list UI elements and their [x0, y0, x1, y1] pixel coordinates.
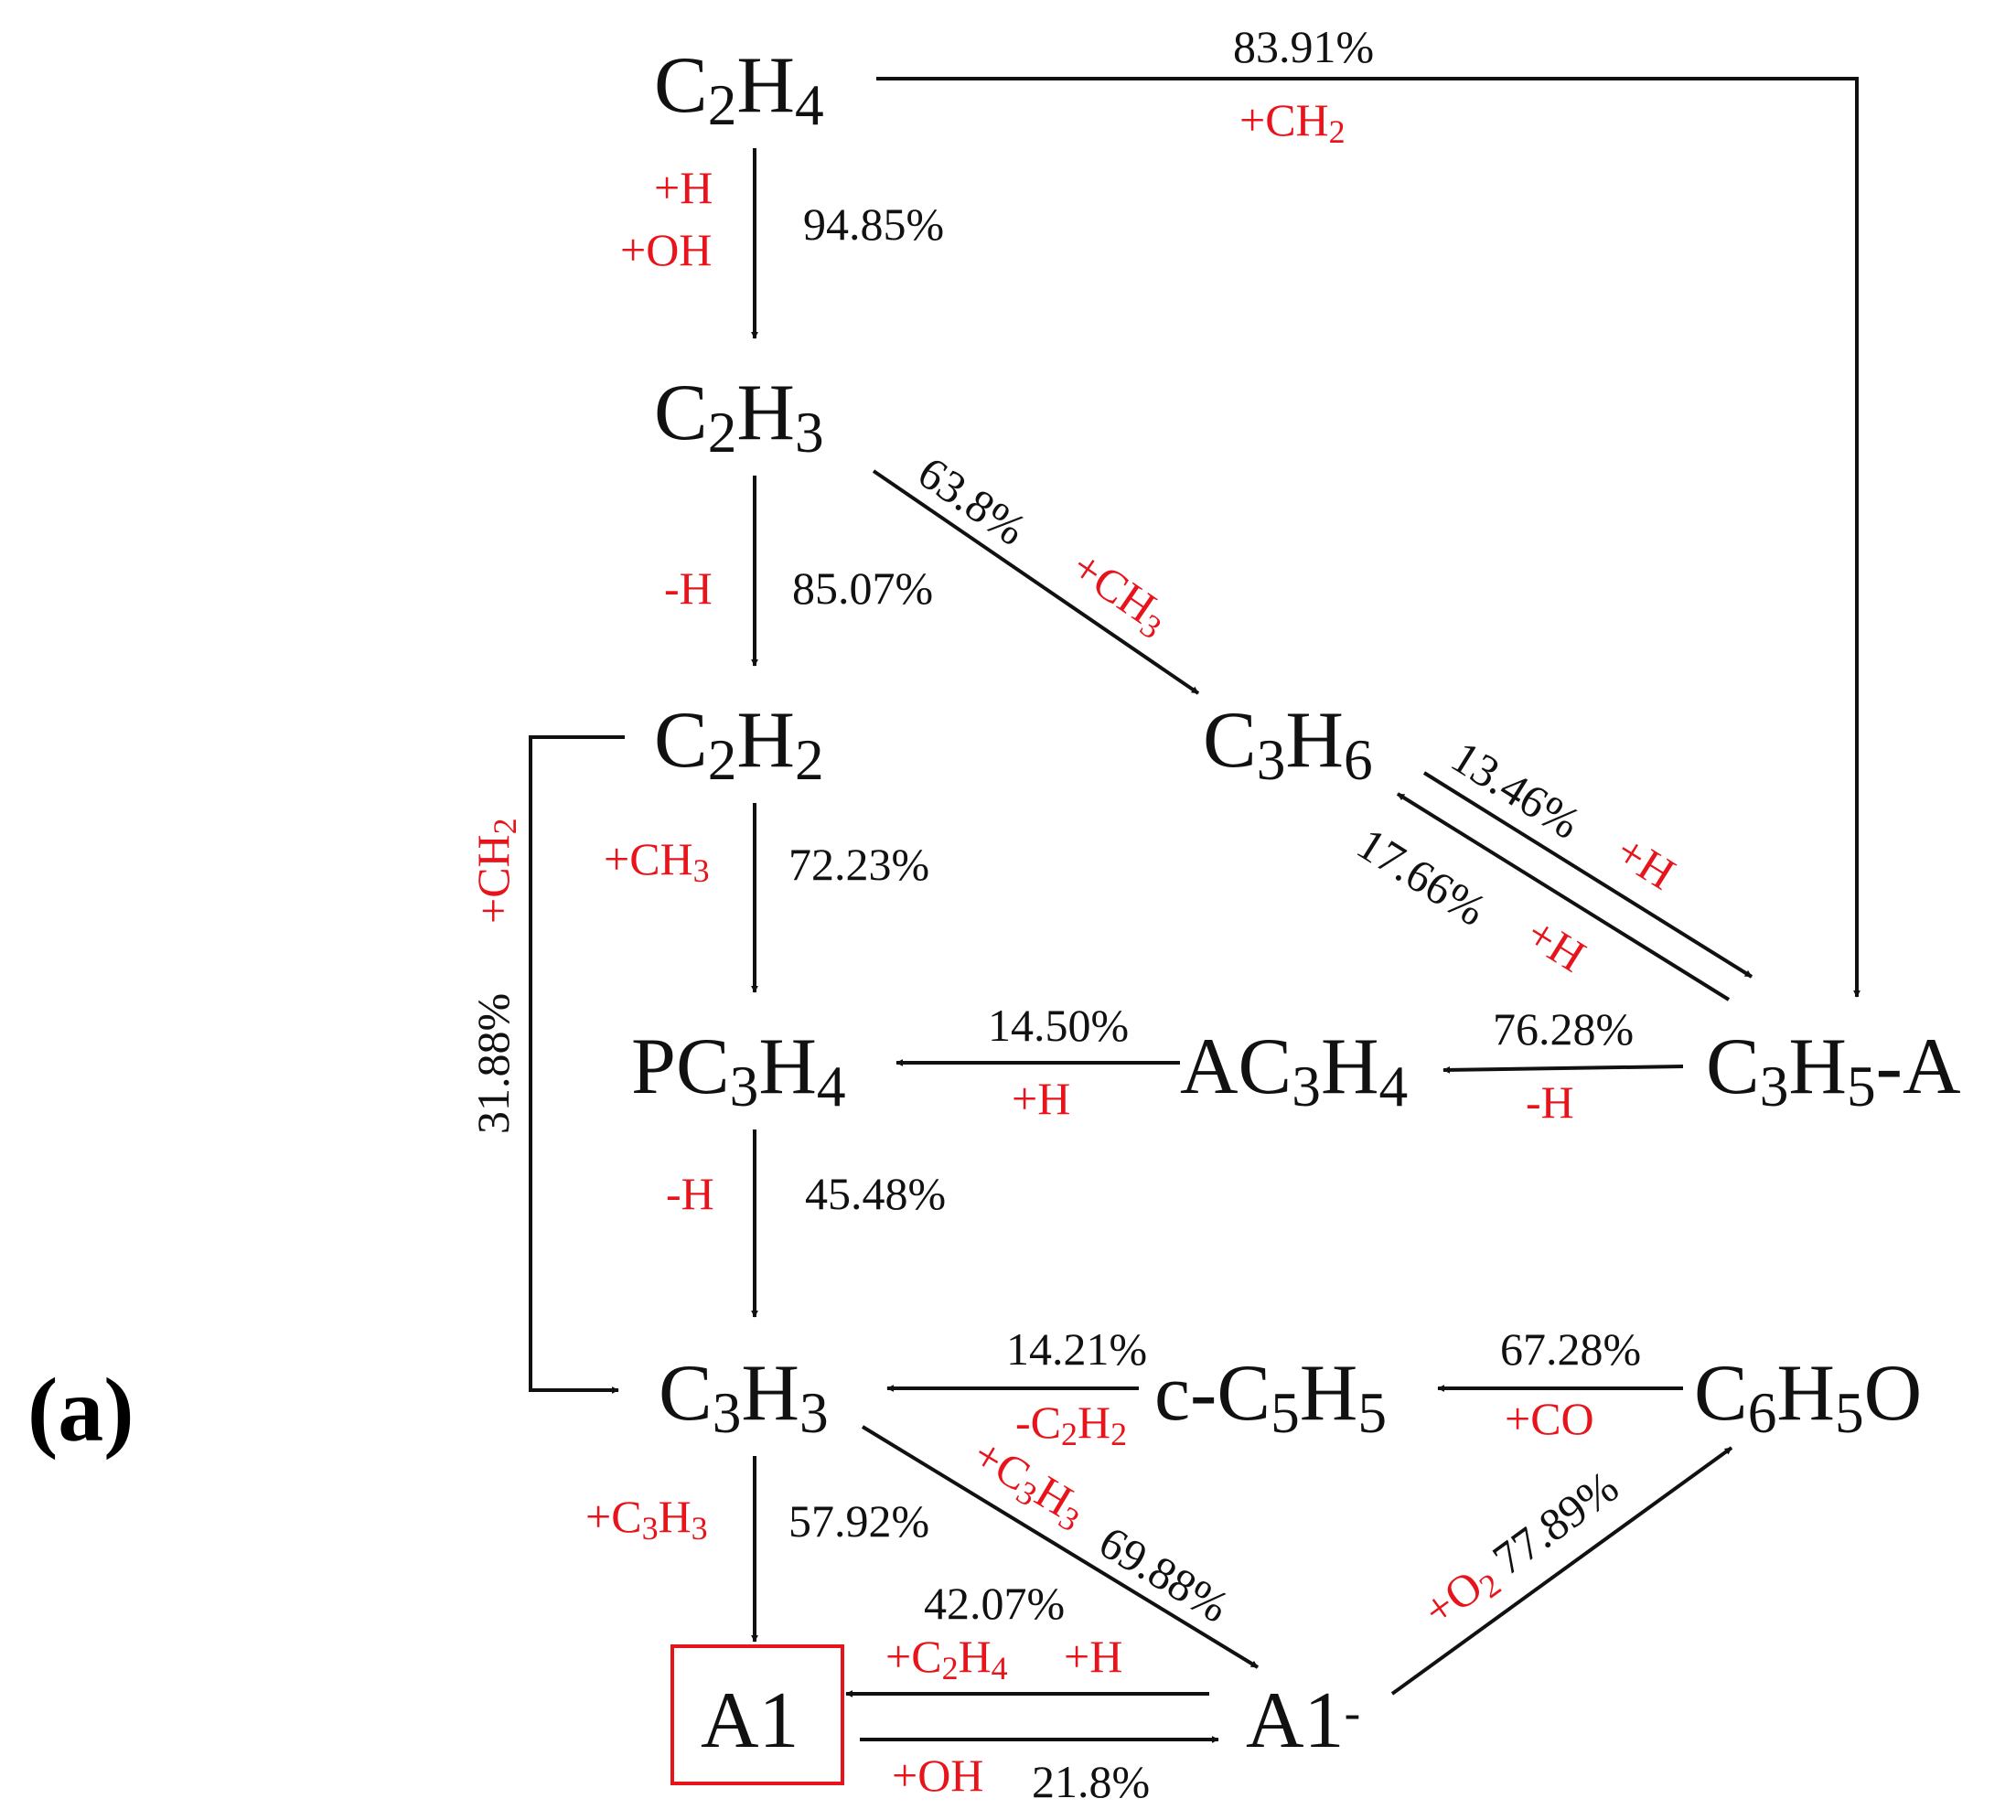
edge-c3h3-to-a1m — [861, 1425, 1260, 1669]
label-percent-ac3h4-pc3h4: 14.50% — [988, 1000, 1129, 1051]
label-percent-c3h3-a1m: 69.88% — [1090, 1515, 1238, 1632]
a1-highlight-box — [670, 1644, 844, 1785]
label-percent-a1m-a1: 42.07% — [924, 1578, 1065, 1629]
species-c2h3: C2H3 — [654, 369, 824, 465]
species-c6h5o: C6H5O — [1694, 1349, 1922, 1445]
species-a1-radical: A1- — [1246, 1676, 1360, 1765]
label-reaction-c3h5a-c3h6: +H — [1517, 907, 1594, 982]
species-ac3h4: AC3H4 — [1180, 1022, 1408, 1119]
label-reaction-a1m-a1-h: +H — [1064, 1631, 1122, 1682]
label-reaction-pc3h4-c3h3: -H — [666, 1168, 714, 1219]
edge-c3h6-to-c3h5a — [1422, 771, 1753, 979]
species-pc3h4: PC3H4 — [631, 1022, 846, 1119]
label-percent-c3h3-a1: 57.92% — [788, 1495, 929, 1547]
label-reaction-c2h4-c3h5a: +CH2 — [1239, 94, 1346, 150]
edge-a1m-to-c6h5o — [1390, 1446, 1733, 1696]
edge-c3h5a-to-ac3h4 — [1442, 1065, 1684, 1074]
label-percent-c2h4-c2h3: 94.85% — [803, 198, 944, 250]
label-reaction-a1-a1m: +OH — [892, 1750, 983, 1801]
label-reaction-a1m-c6h5o: +O2 — [1414, 1550, 1507, 1640]
label-percent-c3h5a-ac3h4: 76.28% — [1493, 1003, 1634, 1055]
edge-c2h4-to-c3h5a — [876, 77, 1861, 998]
label-percent-a1m-c6h5o: 77.89% — [1484, 1461, 1628, 1585]
edge-c2h3-to-c3h6 — [872, 469, 1200, 695]
label-reaction-c3h5a-ac3h4: -H — [1526, 1076, 1574, 1128]
label-percent-c3h5a-c3h6: 17.66% — [1348, 818, 1495, 936]
species-c3h6: C3H6 — [1203, 696, 1373, 792]
species-cc5h5: c-C5H5 — [1154, 1349, 1387, 1445]
panel-label: (a) — [27, 1359, 134, 1461]
label-reaction-c2h3-c3h6: +CH3 — [1060, 541, 1179, 647]
label-reaction-c3h6-c3h5a: +H — [1607, 825, 1684, 900]
edge-c3h5a-to-c3h6 — [1396, 792, 1731, 1001]
species-c3h3: C3H3 — [659, 1349, 829, 1445]
species-a1: A1 — [701, 1676, 799, 1765]
label-reaction-c2h4-c2h3-h: +H — [654, 162, 713, 213]
label-reaction-c2h4-c2h3-oh: +OH — [620, 224, 712, 275]
species-c3h5a: C3H5-A — [1706, 1022, 1961, 1119]
label-percent-c6h5o-cc5h5: 67.28% — [1500, 1323, 1641, 1375]
label-reaction-c6h5o-cc5h5: +CO — [1505, 1393, 1594, 1444]
label-percent-cc5h5-c3h3: 14.21% — [1006, 1323, 1147, 1375]
species-c2h4: C2H4 — [654, 41, 824, 137]
label-reaction-cc5h5-c3h3: -C2H2 — [1015, 1397, 1127, 1452]
label-reaction-ac3h4-pc3h4: +H — [1012, 1073, 1070, 1124]
label-percent-pc3h4-c3h3: 45.48% — [805, 1168, 946, 1219]
label-reaction-c2h2-pc3h4: +CH3 — [604, 833, 710, 889]
label-reaction-c3h3-a1: +C3H3 — [585, 1491, 708, 1547]
label-percent-c2h2-pc3h4: 72.23% — [788, 839, 929, 890]
label-percent-c2h3-c2h2: 85.07% — [792, 562, 933, 614]
label-percent-a1-a1m: 21.8% — [1032, 1756, 1150, 1807]
edge-c2h2-to-c3h3 — [529, 735, 625, 1394]
label-reaction-a1m-a1-c2h4: +C2H4 — [885, 1631, 1008, 1686]
label-percent-c2h2-c3h3: 31.88% — [467, 993, 519, 1134]
label-reaction-c2h3-c2h2: -H — [664, 562, 713, 614]
species-c2h2: C2H2 — [654, 696, 824, 792]
label-reaction-c2h2-c3h3: +CH2 — [467, 818, 523, 924]
label-percent-c2h4-c3h5a: 83.91% — [1233, 21, 1374, 72]
